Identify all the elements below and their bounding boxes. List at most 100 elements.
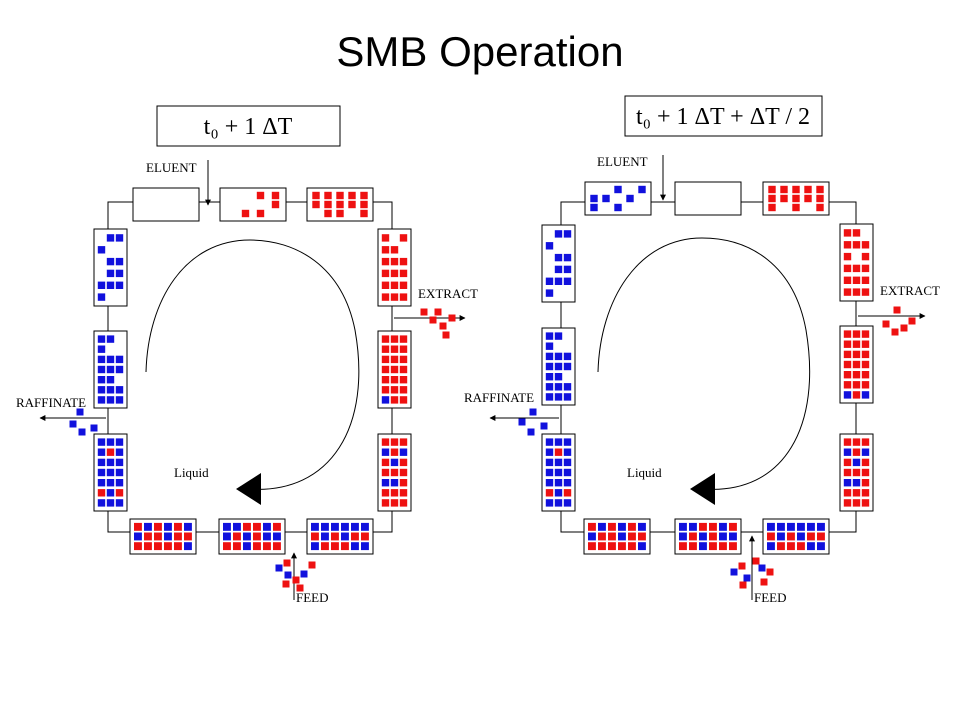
red-particle bbox=[807, 532, 815, 541]
blue-particle bbox=[554, 362, 563, 371]
red-particle bbox=[843, 340, 852, 348]
red-particle bbox=[381, 468, 390, 477]
blue-particle bbox=[106, 281, 115, 289]
blue-particle bbox=[115, 458, 124, 467]
red-particle bbox=[852, 264, 861, 273]
red-particle bbox=[283, 559, 291, 567]
blue-particle bbox=[223, 532, 231, 541]
red-particle bbox=[399, 365, 408, 374]
blue-particle bbox=[284, 571, 292, 579]
blue-particle bbox=[97, 386, 106, 394]
blue-particle bbox=[545, 438, 554, 446]
blue-particle bbox=[106, 386, 115, 394]
panel-1-column-bottom-2 bbox=[218, 518, 286, 555]
panel-1-column-bottom-3 bbox=[306, 518, 374, 555]
red-particle bbox=[797, 542, 805, 551]
blue-particle bbox=[743, 574, 751, 582]
blue-particle bbox=[554, 499, 563, 507]
red-particle bbox=[843, 371, 852, 379]
blue-particle bbox=[554, 479, 563, 487]
red-particle bbox=[861, 340, 870, 348]
blue-particle bbox=[529, 408, 537, 416]
red-particle bbox=[381, 257, 390, 266]
red-particle bbox=[399, 257, 408, 266]
red-particle bbox=[321, 542, 329, 551]
blue-particle bbox=[545, 277, 554, 285]
blue-particle bbox=[381, 396, 390, 404]
red-particle bbox=[563, 489, 572, 497]
panel-1-time-label: t₀ + 1 ΔT bbox=[204, 114, 293, 140]
red-particle bbox=[768, 185, 776, 194]
red-particle bbox=[852, 499, 861, 507]
red-particle bbox=[861, 499, 870, 507]
red-particle bbox=[843, 288, 852, 296]
red-particle bbox=[331, 542, 339, 551]
blue-particle bbox=[106, 396, 115, 404]
red-particle bbox=[399, 269, 408, 278]
red-particle bbox=[324, 191, 332, 200]
red-particle bbox=[709, 542, 717, 551]
red-particle bbox=[336, 200, 344, 209]
panel-2-column-right-3 bbox=[839, 433, 874, 512]
red-particle bbox=[390, 376, 399, 384]
red-particle bbox=[390, 489, 399, 497]
red-particle bbox=[608, 522, 616, 531]
red-particle bbox=[816, 185, 824, 194]
blue-particle bbox=[164, 532, 172, 541]
red-particle bbox=[390, 386, 399, 394]
blue-particle bbox=[545, 242, 554, 250]
blue-particle bbox=[545, 499, 554, 507]
blue-particle bbox=[78, 428, 86, 436]
blue-particle bbox=[341, 522, 349, 531]
panel-2-feed-label: FEED bbox=[754, 590, 787, 605]
red-particle bbox=[852, 371, 861, 379]
red-particle bbox=[390, 499, 399, 507]
blue-particle bbox=[861, 391, 870, 399]
blue-particle bbox=[381, 479, 390, 487]
blue-particle bbox=[545, 362, 554, 371]
blue-particle bbox=[807, 542, 815, 551]
red-particle bbox=[223, 542, 231, 551]
red-particle bbox=[439, 322, 447, 330]
red-particle bbox=[390, 448, 399, 456]
blue-particle bbox=[554, 393, 563, 401]
panel-1-extract-particles bbox=[420, 308, 456, 339]
panel-1-time-box bbox=[156, 105, 341, 147]
red-particle bbox=[348, 200, 356, 209]
blue-particle bbox=[563, 253, 572, 262]
panel-1-liquid-label: Liquid bbox=[174, 465, 209, 480]
blue-particle bbox=[554, 489, 563, 497]
red-particle bbox=[882, 320, 890, 328]
blue-particle bbox=[689, 522, 697, 531]
blue-particle bbox=[545, 289, 554, 297]
red-particle bbox=[739, 581, 747, 589]
red-particle bbox=[308, 561, 316, 569]
blue-particle bbox=[106, 269, 115, 278]
blue-particle bbox=[518, 418, 526, 426]
blue-particle bbox=[777, 532, 785, 541]
red-particle bbox=[154, 522, 162, 531]
red-particle bbox=[852, 360, 861, 369]
red-particle bbox=[843, 229, 852, 237]
red-particle bbox=[311, 532, 319, 541]
blue-particle bbox=[614, 185, 622, 194]
panel-1-raffinate-particles bbox=[69, 408, 98, 436]
blue-particle bbox=[777, 522, 785, 531]
red-particle bbox=[429, 316, 437, 324]
red-particle bbox=[699, 522, 707, 531]
red-particle bbox=[381, 345, 390, 353]
panel-2-column-bottom-1 bbox=[583, 518, 651, 555]
blue-particle bbox=[243, 532, 251, 541]
red-particle bbox=[679, 542, 687, 551]
blue-particle bbox=[76, 408, 84, 416]
blue-particle bbox=[106, 234, 115, 242]
red-particle bbox=[638, 532, 646, 541]
red-particle bbox=[312, 200, 320, 209]
red-particle bbox=[689, 532, 697, 541]
blue-particle bbox=[134, 532, 142, 541]
blue-particle bbox=[545, 448, 554, 456]
red-particle bbox=[144, 542, 152, 551]
blue-particle bbox=[390, 458, 399, 467]
red-particle bbox=[780, 185, 788, 194]
red-particle bbox=[390, 246, 399, 254]
